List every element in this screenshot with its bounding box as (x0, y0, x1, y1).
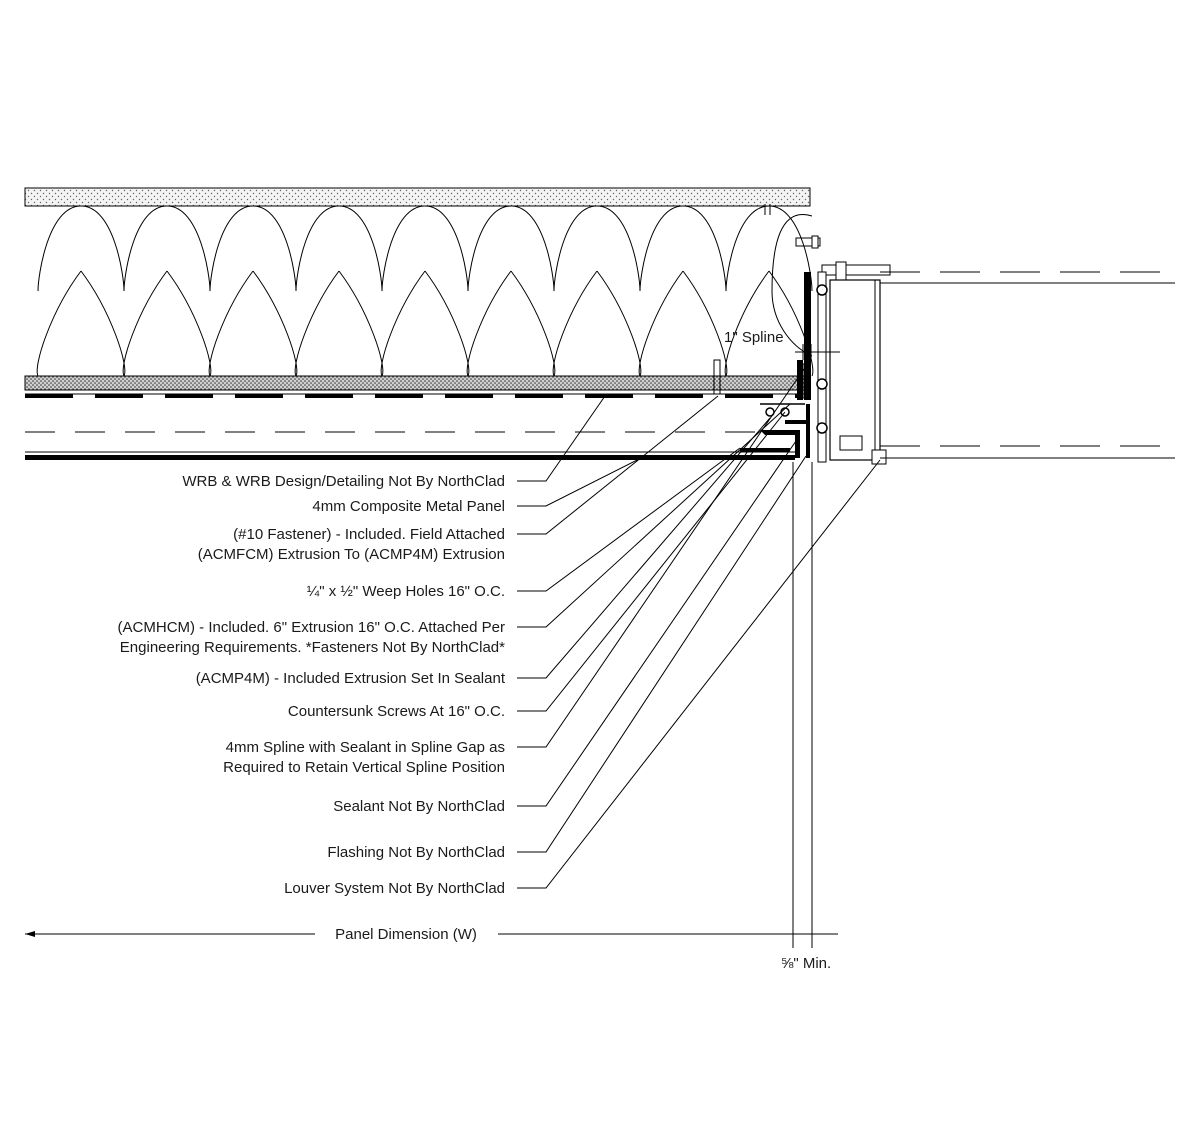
leader-louver (517, 459, 881, 889)
callout-group: WRB & WRB Design/Detailing Not By NorthC… (118, 359, 881, 897)
callout-spline-line-2: Required to Retain Vertical Spline Posit… (223, 759, 505, 776)
leader-wrb (517, 395, 606, 482)
callout-screws-line-1: Countersunk Screws At 16" O.C. (288, 703, 505, 720)
callout-flashing-line-1: Flashing Not By NorthClad (327, 844, 505, 861)
callout-fastener-line-2: (ACMFCM) Extrusion To (ACMP4M) Extrusion (198, 546, 505, 563)
composite-metal-panel (25, 451, 795, 460)
insulation-partial-lobe (771, 213, 813, 357)
spline-label: 1" Spline (724, 329, 784, 346)
callout-louver-line-1: Louver System Not By NorthClad (284, 880, 505, 897)
callout-acmhcm-line-2: Engineering Requirements. *Fasteners Not… (120, 639, 505, 656)
callout-wrb-line-1: WRB & WRB Design/Detailing Not By NorthC… (182, 473, 505, 490)
leader-weep (517, 447, 741, 592)
panel-dimension: Panel Dimension (W) ⅝" Min. (25, 462, 838, 972)
callout-panel-line-1: 4mm Composite Metal Panel (312, 498, 505, 515)
callout-spline-line-1: 4mm Spline with Sealant in Spline Gap as (226, 739, 505, 756)
callout-fastener-line-1: (#10 Fastener) - Included. Field Attache… (233, 526, 505, 543)
callout-sealant-line-1: Sealant Not By NorthClad (333, 798, 505, 815)
sheathing-layer (24, 187, 811, 207)
leader-acmhcm (517, 403, 791, 628)
leader-screws (517, 411, 786, 712)
leader-acmp4m (517, 417, 771, 679)
leader-spline (517, 359, 811, 748)
panel-dimension-label: Panel Dimension (W) (335, 926, 477, 943)
gap-dimension-label: ⅝" Min. (781, 955, 831, 972)
leader-sealant (517, 437, 799, 807)
leader-fastener (517, 395, 719, 535)
callout-weep-line-1: ¼" x ½" Weep Holes 16" O.C. (307, 583, 505, 600)
callout-acmp4m-line-1: (ACMP4M) - Included Extrusion Set In Sea… (196, 670, 506, 687)
leader-flashing (517, 455, 807, 853)
leader-panel (517, 455, 646, 507)
insulation-lobes (36, 205, 814, 377)
rigid-insulation-band (24, 375, 811, 395)
louver-system (816, 261, 1175, 465)
panel-extrusion-assembly (713, 204, 821, 458)
spline-dimension: 1" Spline (724, 329, 840, 360)
batt-insulation (36, 205, 814, 377)
callout-acmhcm-line-1: (ACMHCM) - Included. 6" Extrusion 16" O.… (118, 619, 505, 636)
